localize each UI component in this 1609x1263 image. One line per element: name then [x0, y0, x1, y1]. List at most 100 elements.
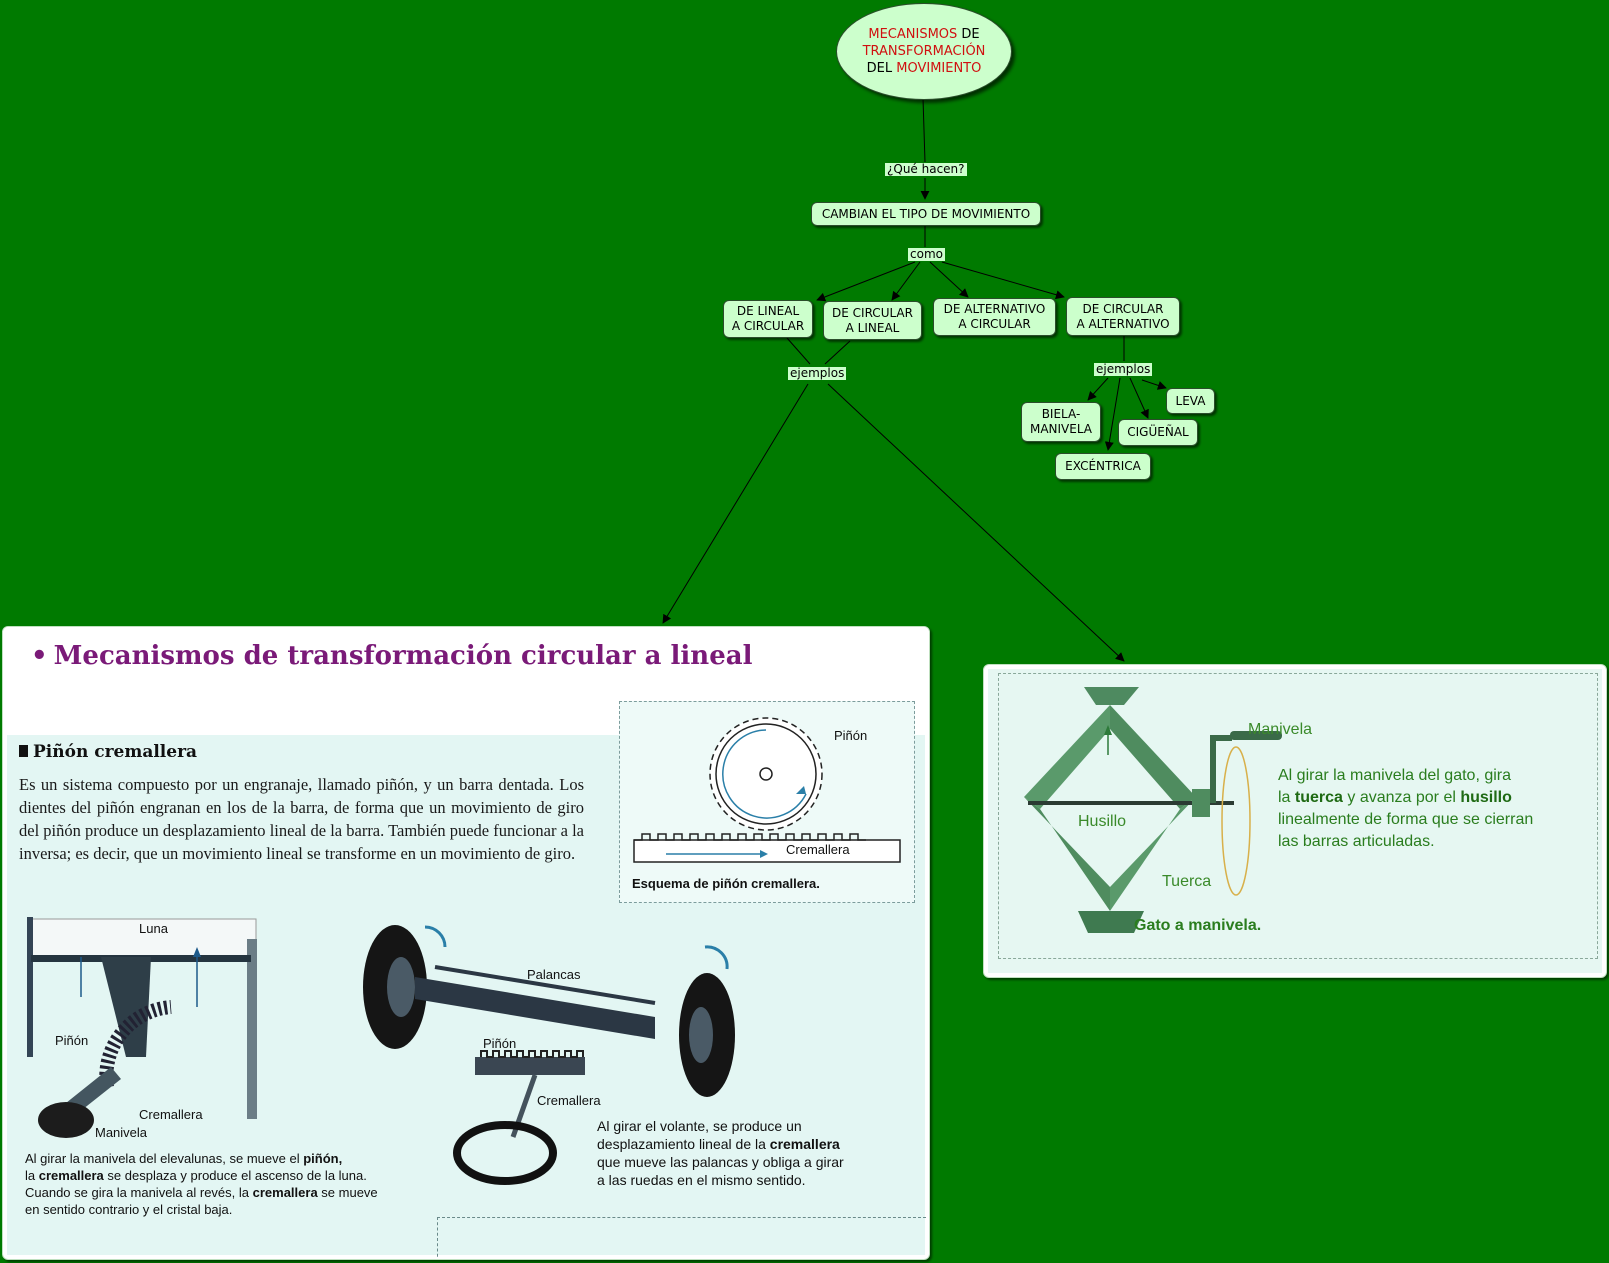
- jack-desc-line2-bold-tuerca: tuerca: [1294, 789, 1343, 806]
- steering-desc-line2a: desplazamiento lineal de la: [597, 1136, 770, 1152]
- window-desc-line3c: se mueve: [317, 1185, 378, 1200]
- node-label-line1: BIELA-: [1041, 407, 1081, 421]
- window-desc-line2c: se desplaza y produce el ascenso de la l…: [103, 1168, 367, 1183]
- link-label-ejemplos-right: ejemplos: [1094, 362, 1153, 376]
- link-como-cl: [891, 261, 921, 301]
- link-root-quehacen: [922, 97, 926, 163]
- jack-desc-line4: las barras articuladas.: [1278, 833, 1435, 850]
- title-text: Mecanismos de transformación circular a …: [53, 641, 753, 671]
- jack-description: Al girar la manivela del gato, gira la t…: [1278, 765, 1588, 853]
- jack-frame: [998, 673, 1598, 959]
- section-heading: Piñón cremallera: [19, 742, 197, 762]
- node-label-line1: DE LINEAL: [736, 304, 800, 318]
- window-desc-line1-bold: piñón,: [303, 1151, 343, 1166]
- rack-bar-icon: [633, 833, 901, 863]
- window-label-luna: Luna: [139, 921, 168, 936]
- next-figure-box: [437, 1217, 926, 1259]
- steering-description: Al girar el volante, se produce un despl…: [597, 1117, 897, 1189]
- node-label: LEVA: [1175, 393, 1206, 408]
- root-word-transformacion: TRANSFORMACIÓN: [862, 44, 986, 59]
- link-como-ac: [929, 261, 969, 298]
- window-description: Al girar la manivela del elevalunas, se …: [25, 1150, 435, 1218]
- node-label: CAMBIAN EL TIPO DE MOVIMIENTO: [821, 206, 1031, 221]
- pinon-cremallera-schema: [633, 717, 901, 863]
- jack-label-tuerca: Tuerca: [1162, 873, 1212, 890]
- window-desc-line2a: la: [25, 1168, 39, 1183]
- link-ejemplos-panel-left: [662, 383, 809, 624]
- link-ejemplos-biela: [1087, 377, 1109, 401]
- link-como-lc: [816, 261, 916, 302]
- node-cambian-tipo-movimiento[interactable]: CAMBIAN EL TIPO DE MOVIMIENTO: [811, 202, 1041, 226]
- steering-desc-line2-bold: cremallera: [769, 1136, 840, 1152]
- node-label: CIGÜEÑAL: [1127, 425, 1189, 439]
- schema-label-cremallera: Cremallera: [786, 842, 850, 857]
- node-leva[interactable]: LEVA: [1166, 388, 1215, 414]
- jack-desc-line3: linealmente de forma que se cierran: [1278, 811, 1534, 828]
- steering-label-palancas: Palancas: [527, 967, 581, 982]
- window-desc-line4: en sentido contrario y el cristal baja.: [25, 1202, 233, 1217]
- node-excentrica[interactable]: EXCÉNTRICA: [1055, 453, 1151, 480]
- link-ejemplos-ciguenal: [1129, 377, 1149, 419]
- node-label-line1: DE ALTERNATIVO: [943, 302, 1046, 316]
- window-desc-line2-bold: cremallera: [38, 1168, 104, 1183]
- steering-desc-line1: Al girar el volante, se produce un: [597, 1118, 802, 1134]
- node-biela-manivela[interactable]: BIELA-MANIVELA: [1021, 402, 1101, 442]
- window-desc-line1: Al girar la manivela del elevalunas, se …: [25, 1151, 304, 1166]
- root-word-mecanismos: MECANISMOS: [868, 27, 958, 42]
- section-paragraph: Es un sistema compuesto por un engranaje…: [19, 775, 584, 863]
- window-label-pinon: Piñón: [55, 1033, 89, 1048]
- window-desc-line3a: Cuando se gira la manivela al revés, la: [25, 1185, 253, 1200]
- link-como-ca: [941, 261, 1065, 300]
- window-label-cremallera: Cremallera: [139, 1107, 203, 1122]
- node-label: EXCÉNTRICA: [1065, 459, 1141, 473]
- car-jack-illustration: [1024, 687, 1282, 933]
- root-concept[interactable]: MECANISMOS DE TRANSFORMACIÓN DEL MOVIMIE…: [836, 3, 1012, 100]
- jack-desc-line1: Al girar la manivela del gato, gira: [1278, 767, 1512, 784]
- node-label-line2: A ALTERNATIVO: [1076, 316, 1170, 331]
- schema-caption: Esquema de piñón cremallera.: [632, 876, 820, 891]
- link-label-ejemplos-left: ejemplos: [788, 366, 847, 380]
- resource-panel-gato-manivela[interactable]: Manivela Husillo Tuerca Gato a manivela.…: [983, 664, 1607, 978]
- steering-illustration: [363, 925, 735, 1185]
- window-lifter-illustration: [27, 917, 257, 1138]
- root-word-movimiento: MOVIMIENTO: [896, 61, 982, 76]
- link-label-como: como: [908, 247, 945, 261]
- resource-panel-pinon-cremallera[interactable]: •Mecanismos de transformación circular a…: [2, 626, 930, 1260]
- steering-desc-line4: a las ruedas en el mismo sentido.: [597, 1172, 806, 1188]
- steering-desc-line3: que mueve las palancas y obliga a girar: [597, 1154, 844, 1170]
- window-label-manivela: Manivela: [95, 1125, 148, 1140]
- steering-label-cremallera: Cremallera: [537, 1093, 601, 1108]
- title-bullet: •: [31, 641, 48, 671]
- node-label-line2: MANIVELA: [1029, 422, 1093, 436]
- jack-caption: Gato a manivela.: [1134, 917, 1262, 934]
- node-label-line2: A CIRCULAR: [958, 317, 1031, 331]
- root-word-del: DEL: [866, 61, 897, 76]
- node-label-line1: DE CIRCULAR: [1082, 301, 1164, 316]
- section-marker: [19, 745, 28, 757]
- node-label-line2: A LINEAL: [845, 320, 900, 335]
- steering-label-pinon: Piñón: [483, 1036, 517, 1051]
- root-word-de: DE: [957, 27, 980, 42]
- node-ciguenal[interactable]: CIGÜEÑAL: [1118, 419, 1198, 446]
- jack-label-manivela: Manivela: [1248, 721, 1313, 738]
- section-heading-text: Piñón cremallera: [33, 742, 198, 762]
- jack-desc-line2a: la: [1278, 789, 1295, 806]
- schema-box: Piñón Cremallera Esquema de piñón cremal…: [619, 701, 915, 903]
- jack-desc-line2c: y avanza por el: [1342, 789, 1461, 806]
- schema-label-pinon: Piñón: [834, 728, 868, 743]
- node-label-line1: DE CIRCULAR: [832, 305, 913, 320]
- pinion-gear-icon: [709, 717, 823, 831]
- link-label-que-hacen: ¿Qué hacen?: [885, 162, 967, 176]
- link-ejemplos-excentrica: [1104, 377, 1121, 451]
- jack-desc-line2-bold-husillo: husillo: [1460, 789, 1512, 806]
- jack-label-husillo: Husillo: [1078, 813, 1127, 830]
- panel-title: •Mecanismos de transformación circular a…: [31, 641, 752, 671]
- link-cl-ejemplos: [824, 340, 851, 365]
- node-label-line2: A CIRCULAR: [731, 319, 805, 333]
- window-desc-line3-bold: cremallera: [252, 1185, 318, 1200]
